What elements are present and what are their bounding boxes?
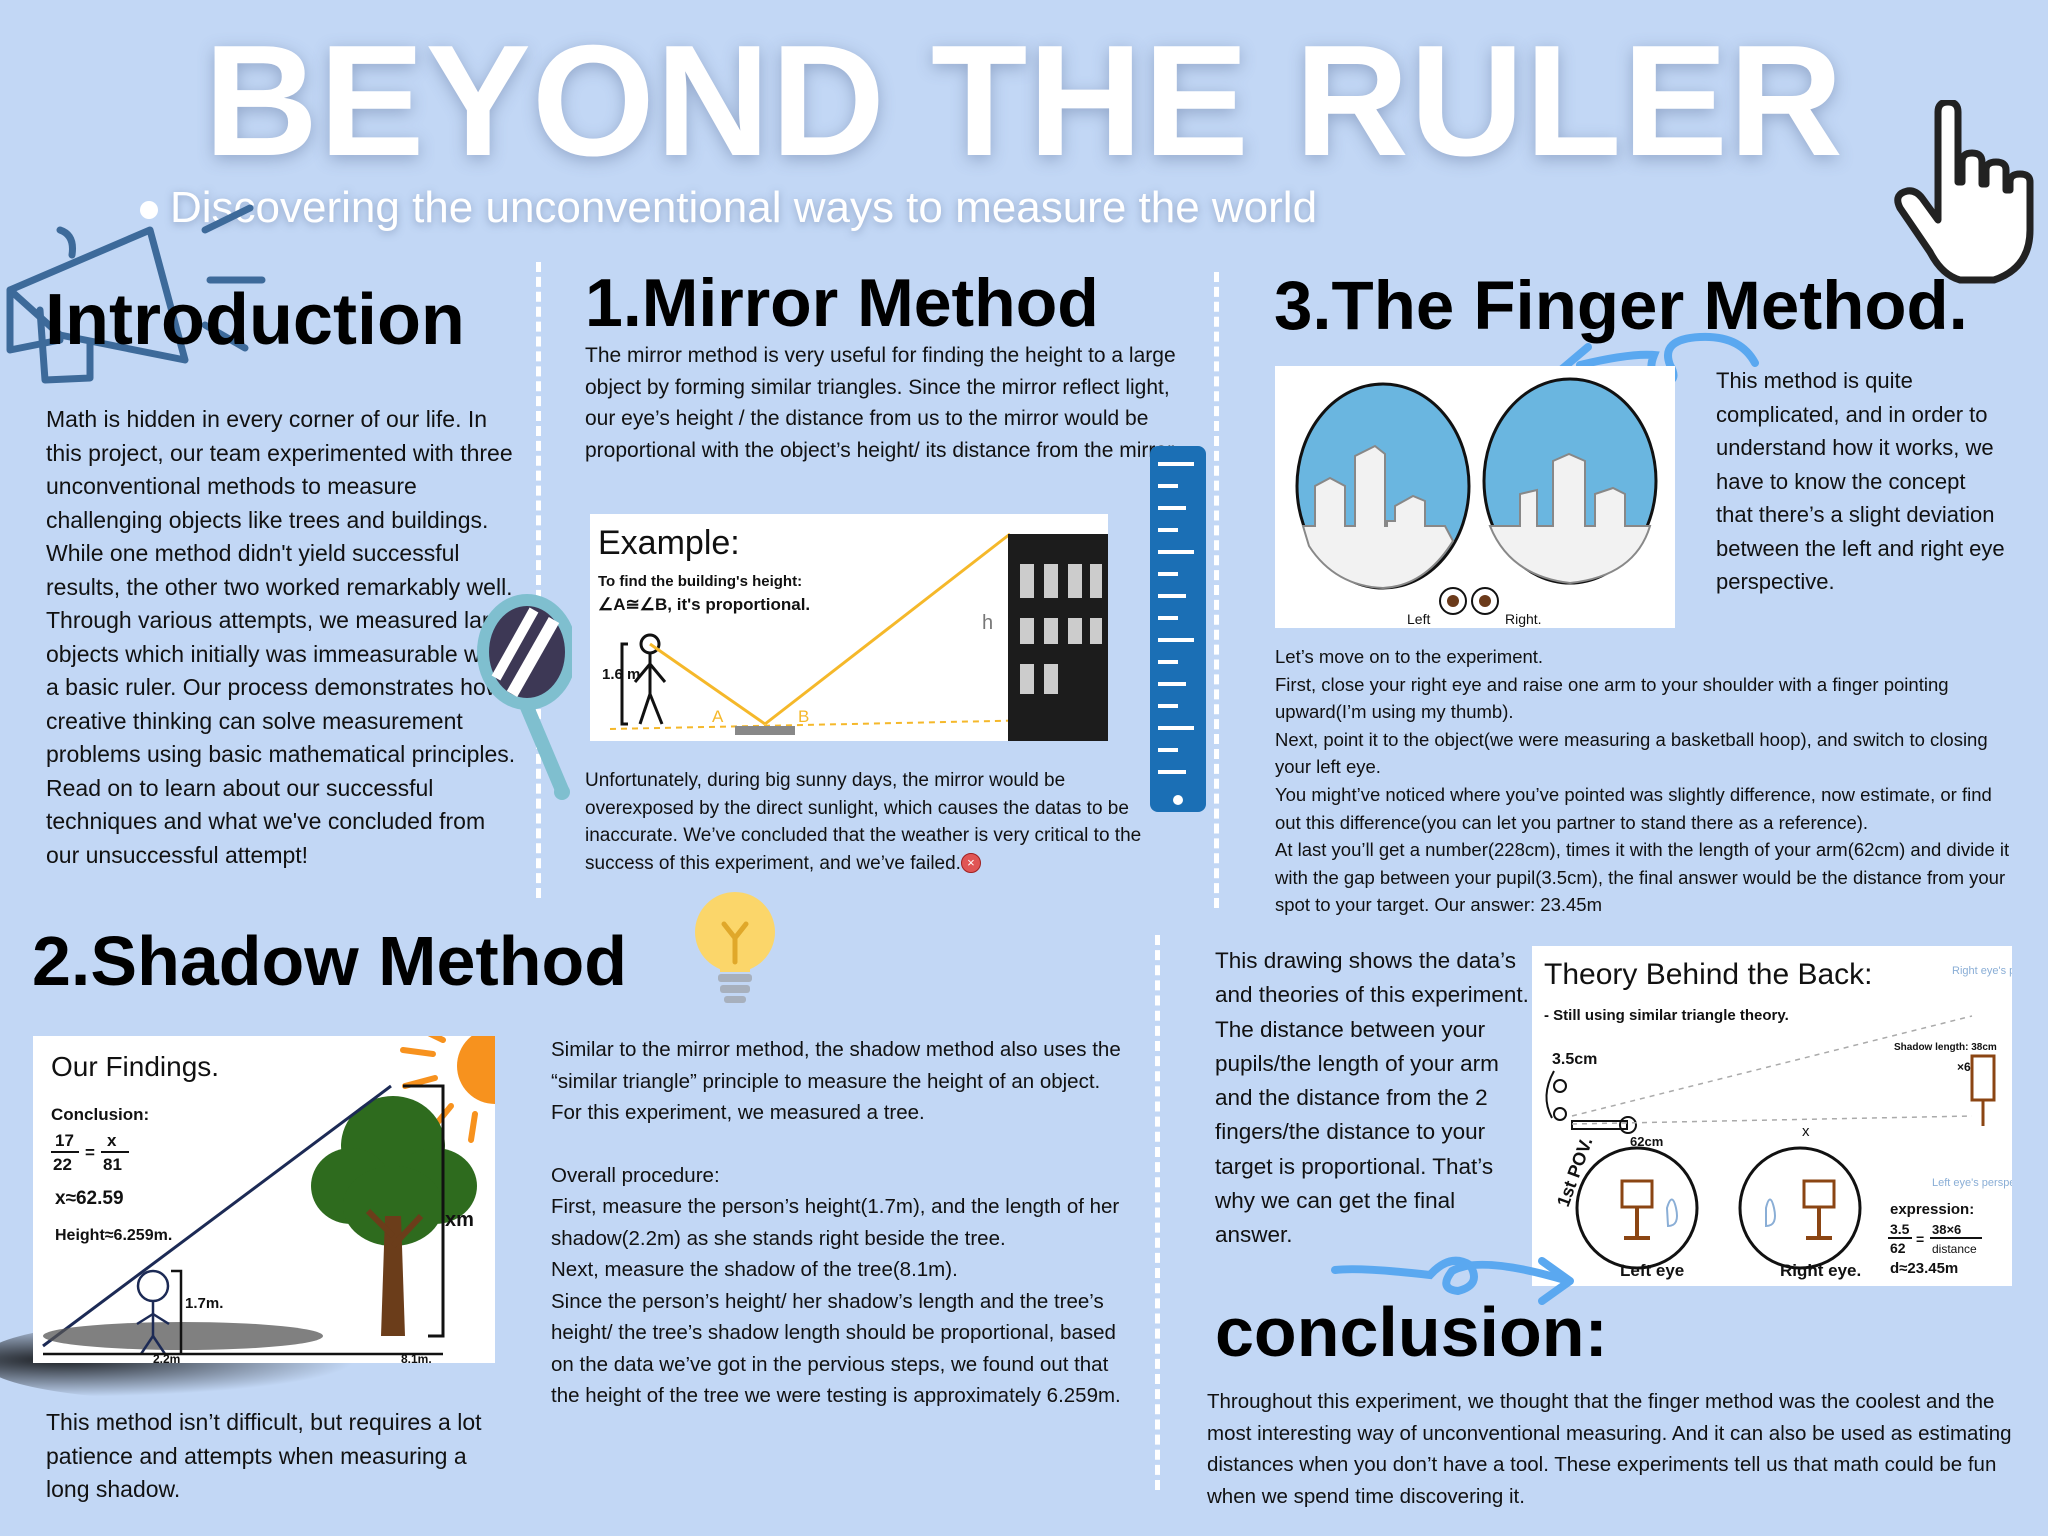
left-perspective-label: Left eye's perspective	[1932, 1177, 2012, 1189]
divider-2	[1214, 272, 1219, 908]
finger-step: First, close your right eye and raise on…	[1275, 673, 1949, 723]
right-label: Right.	[1505, 611, 1542, 627]
megaphone-icon	[6, 204, 266, 384]
poster-title: BEYOND THE RULER	[204, 13, 1844, 189]
shadow-spacer	[551, 1129, 1126, 1160]
finger-step: At last you’ll get a number(228cm), time…	[1275, 839, 2010, 916]
pointer-hand-icon	[1894, 100, 2034, 284]
shadow-caption: This method isn’t difficult, but require…	[46, 1409, 482, 1502]
conclusion-heading: conclusion:	[1215, 1293, 1608, 1371]
pupil-label: 3.5cm	[1552, 1051, 1597, 1068]
height-value: Height≈6.259m.	[55, 1227, 172, 1244]
light-ray-2	[764, 532, 1011, 726]
mirror-example-diagram: Example: To find the building's height: …	[590, 514, 1108, 741]
subtitle-text: Discovering the unconventional ways to m…	[170, 183, 1318, 232]
theory-subtitle: - Still using similar triangle theory.	[1544, 1007, 1789, 1024]
right-eye-view	[1482, 377, 1658, 585]
right-eye-circle	[1738, 1146, 1862, 1270]
shadow-length-label: Shadow length: 38cm	[1894, 1042, 1997, 1053]
expr-result: d≈23.45m	[1890, 1260, 1958, 1277]
shadow-findings-drawing: Our Findings. Conclusion: 17 22 = x 81 x…	[33, 1036, 495, 1363]
shadow-paragraph: Similar to the mirror method, the shadow…	[551, 1038, 1121, 1124]
height-label: 1.6 m	[602, 666, 640, 683]
left-eye-view	[1295, 382, 1471, 590]
expr-den: 62	[1890, 1240, 1906, 1256]
conclusion-body: Throughout this experiment, we thought t…	[1207, 1390, 2012, 1508]
tree-height-label: xm	[445, 1209, 474, 1231]
expression-title: expression:	[1890, 1201, 1974, 1218]
shadow-paragraph: First, measure the person’s height(1.7m)…	[551, 1195, 1120, 1250]
left-label: Left	[1407, 611, 1430, 627]
arm-label: 62cm	[1630, 1134, 1663, 1149]
expr-rhs-den: distance	[1932, 1242, 1977, 1256]
stick-person	[620, 633, 667, 726]
diagram-line-2: ∠A≅∠B, it's proportional.	[598, 595, 810, 614]
frac-b-den: 81	[103, 1155, 122, 1174]
divider-1	[536, 262, 541, 898]
approx-value: x≈62.59	[55, 1188, 124, 1209]
divider-3	[1155, 935, 1160, 1490]
expr-rhs-num: 38×6	[1932, 1222, 1961, 1237]
eyes-drawing	[1439, 587, 1499, 615]
shadow-paragraph: Since the person’s height/ her shadow’s …	[551, 1289, 1121, 1408]
shadow-heading: 2.Shadow Method	[32, 922, 627, 1000]
intro-body: Math is hidden in every corner of our li…	[46, 406, 516, 868]
stick-person	[136, 1269, 170, 1355]
times-label: ×6	[1957, 1060, 1971, 1074]
person-height-label: 1.7m.	[185, 1295, 223, 1312]
tree-shadow-label: 8.1m.	[401, 1352, 432, 1363]
x-label: x	[1802, 1123, 1810, 1140]
findings-title: Our Findings.	[51, 1051, 219, 1082]
mirror-body: The mirror method is very useful for fin…	[585, 344, 1179, 462]
theory-drawing: Theory Behind the Back: - Still using si…	[1532, 946, 2012, 1286]
theory-title: Theory Behind the Back:	[1544, 958, 1873, 991]
angle-a: A	[712, 707, 724, 726]
mirror-on-ground	[735, 726, 795, 735]
finger-heading: 3.The Finger Method.	[1274, 267, 1968, 344]
finger-steps: Let’s move on to the experiment. First, …	[1275, 643, 2020, 919]
diagram-title: Example:	[598, 524, 740, 562]
mirror-heading: 1.Mirror Method	[585, 265, 1099, 341]
person-shadow-label: 2.2m	[153, 1352, 180, 1363]
poster-subtitle: Discovering the unconventional ways to m…	[140, 183, 1317, 233]
expr-num: 3.5	[1890, 1221, 1910, 1237]
eye-perspective-illustration: Left Right.	[1275, 366, 1675, 628]
finger-step: You might’ve noticed where you’ve pointe…	[1275, 783, 1992, 833]
bullet-dot	[140, 201, 158, 220]
finger-step: Let’s move on to the experiment.	[1275, 646, 1544, 667]
frac-a-den: 22	[53, 1155, 72, 1174]
frac-a-num: 17	[55, 1131, 74, 1150]
building	[1008, 534, 1108, 741]
frac-b-num: x	[107, 1131, 117, 1150]
finger-drawing-text: This drawing shows the data’s and theori…	[1215, 948, 1529, 1248]
shadow-paragraph: Next, measure the shadow of the tree(8.1…	[551, 1258, 958, 1281]
right-eye-label: Right eye.	[1780, 1261, 1861, 1280]
shadow-paragraph: Overall procedure:	[551, 1163, 720, 1187]
findings-conclusion: Conclusion:	[51, 1105, 149, 1124]
h-label: h	[982, 612, 993, 634]
finger-step: Next, point it to the object(we were mea…	[1275, 728, 1988, 778]
svg-text:=: =	[85, 1143, 95, 1162]
mirror-failure-body: Unfortunately, during big sunny days, th…	[585, 770, 1142, 874]
light-ray-1	[649, 642, 766, 726]
diagram-line-1: To find the building's height:	[598, 573, 802, 590]
tree	[311, 1096, 477, 1336]
curly-arrow-icon-bottom	[1331, 1256, 1574, 1305]
finger-intro: This method is quite complicated, and in…	[1716, 368, 2005, 594]
angle-b: B	[798, 707, 809, 726]
intro-heading: Introduction	[45, 280, 465, 360]
mirror-failure-text: Unfortunately, during big sunny days, th…	[585, 767, 1160, 877]
hand-mirror-icon	[477, 594, 572, 800]
ground-shadow	[43, 1322, 323, 1350]
sun-ray-line	[42, 1084, 392, 1348]
left-eye-label: Left eye	[1620, 1261, 1684, 1280]
svg-text:=: =	[1916, 1231, 1924, 1247]
ruler-icon	[1150, 446, 1206, 812]
left-eye-circle	[1575, 1146, 1699, 1270]
shadow-body: Similar to the mirror method, the shadow…	[551, 1034, 1126, 1412]
lightbulb-icon	[695, 892, 775, 1003]
x-circle-icon: ×	[960, 853, 981, 874]
right-perspective-label: Right eye's perspective	[1952, 965, 2012, 977]
